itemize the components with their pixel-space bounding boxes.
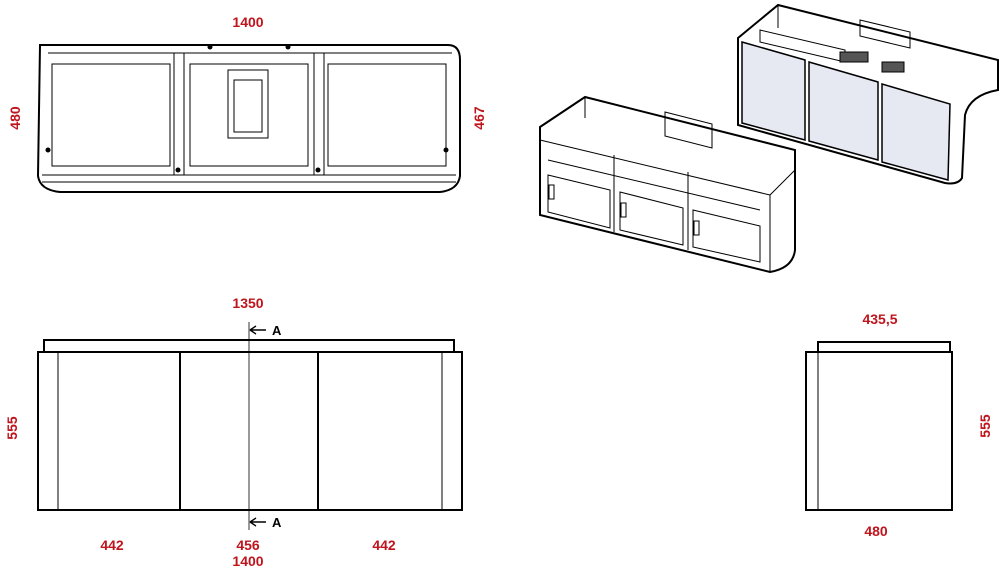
section-arrow-top-icon bbox=[249, 325, 266, 335]
fixing-screw bbox=[443, 147, 449, 153]
carcass-back-board bbox=[664, 111, 713, 149]
hinge-icon bbox=[693, 220, 700, 236]
fixing-screw bbox=[285, 44, 291, 50]
fixing-screw bbox=[315, 167, 321, 173]
right-divider bbox=[313, 52, 325, 176]
hinge-icon bbox=[548, 184, 555, 200]
hinge-icon bbox=[620, 202, 627, 218]
carcass-right-opening bbox=[692, 209, 761, 263]
front-view: 1350 555 A A 442 456 442 1400 bbox=[4, 295, 463, 569]
front-body bbox=[37, 351, 463, 511]
carcass-left-opening bbox=[547, 174, 611, 229]
front-total-width-dimension: 1400 bbox=[232, 553, 263, 569]
left-door-width-dimension: 442 bbox=[100, 537, 124, 553]
front-top-width-dimension: 1350 bbox=[232, 295, 263, 311]
top-depth-left-dimension: 480 bbox=[7, 106, 23, 130]
cabinet-3d-view bbox=[737, 3, 999, 185]
fixing-screw bbox=[207, 44, 213, 50]
side-height-dimension: 555 bbox=[977, 414, 993, 438]
top-view: 1400 480 467 bbox=[7, 14, 487, 193]
section-arrow-bottom-icon bbox=[249, 517, 266, 527]
drain-cutout bbox=[881, 61, 905, 73]
carcass-shelf-edge bbox=[547, 159, 761, 211]
side-top-panel bbox=[817, 341, 951, 353]
side-bottom-depth-dimension: 480 bbox=[864, 523, 888, 539]
cabinet-outline bbox=[737, 3, 999, 185]
left-compartment bbox=[51, 63, 171, 167]
side-view: 435,5 480 555 bbox=[805, 311, 993, 539]
carcass-top-front-edge bbox=[539, 139, 771, 196]
carcass-right-top-edge bbox=[769, 169, 796, 196]
top-view-outline bbox=[36, 44, 461, 193]
side-top-depth-dimension: 435,5 bbox=[862, 311, 897, 327]
left-door bbox=[741, 41, 806, 141]
fixing-screw bbox=[45, 147, 51, 153]
right-compartment bbox=[327, 63, 447, 167]
right-door-width-dimension: 442 bbox=[372, 537, 396, 553]
middle-compartment bbox=[189, 63, 309, 167]
middle-door-width-dimension: 456 bbox=[236, 537, 260, 553]
drain-opening bbox=[227, 69, 269, 139]
drain-opening-inner bbox=[233, 79, 263, 133]
left-divider bbox=[173, 52, 185, 176]
section-label-bottom: A bbox=[272, 515, 282, 530]
top-depth-right-dimension: 467 bbox=[471, 106, 487, 130]
right-door bbox=[881, 82, 951, 181]
middle-door bbox=[808, 61, 879, 161]
cabinet-back-board bbox=[859, 19, 911, 49]
side-body bbox=[805, 351, 953, 511]
carcass-3d-view bbox=[539, 95, 796, 274]
section-label-top: A bbox=[272, 323, 282, 338]
front-height-dimension: 555 bbox=[4, 416, 20, 440]
fixing-screw bbox=[175, 167, 181, 173]
top-width-dimension: 1400 bbox=[232, 14, 263, 30]
carcass-middle-opening bbox=[619, 191, 684, 246]
drain-cutout bbox=[839, 51, 869, 63]
